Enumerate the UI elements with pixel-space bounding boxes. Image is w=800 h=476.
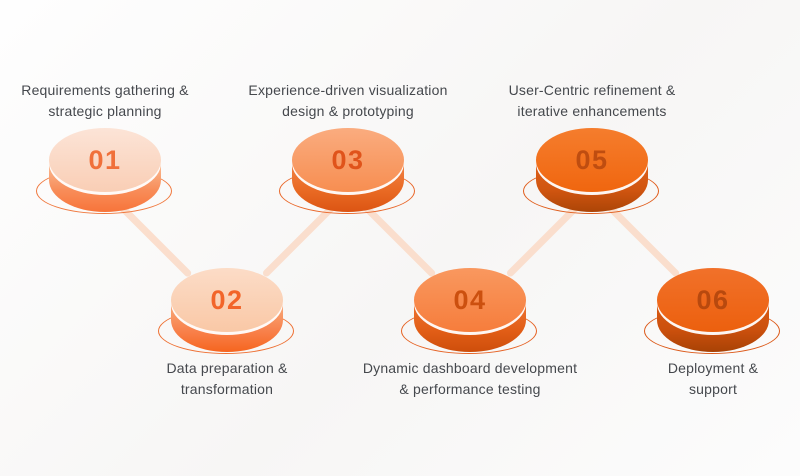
disc-top: 05 (536, 128, 648, 192)
step-5-number: 05 (575, 144, 609, 175)
step-2-label-line2: transformation (180, 381, 274, 397)
step-3-number: 03 (331, 144, 365, 175)
step-5-label-line1: User-Centric refinement & (508, 82, 676, 98)
step-3-label: Experience-driven visualization design &… (228, 80, 468, 122)
step-3: Experience-driven visualization design &… (228, 80, 468, 216)
step-6-number: 06 (696, 284, 730, 315)
step-6-label-line2: support (688, 381, 738, 397)
step-4-number: 04 (453, 284, 487, 315)
disc-top: 02 (171, 268, 283, 332)
step-4-label-line2: & performance testing (399, 381, 541, 397)
step-3-label-line2: design & prototyping (282, 103, 414, 119)
step-5-label-line2: iterative enhancements (517, 103, 667, 119)
step-1-label: Requirements gathering & strategic plann… (0, 80, 225, 122)
step-1-disc: 01 (36, 128, 172, 216)
step-4-label-line1: Dynamic dashboard development (362, 360, 578, 376)
step-4: 04 Dynamic dashboard development & perfo… (350, 268, 590, 400)
step-5-disc: 05 (523, 128, 659, 216)
step-6-label: Deployment & support (593, 358, 800, 400)
step-2-label: Data preparation & transformation (107, 358, 347, 400)
disc-top: 03 (292, 128, 404, 192)
step-1: Requirements gathering & strategic plann… (0, 80, 225, 216)
step-3-disc: 03 (279, 128, 415, 216)
step-6: 06 Deployment & support (593, 268, 800, 400)
step-5: User-Centric refinement & iterative enha… (472, 80, 712, 216)
step-4-disc: 04 (401, 268, 537, 356)
step-1-label-line2: strategic planning (48, 103, 162, 119)
disc-top: 01 (49, 128, 161, 192)
step-1-number: 01 (88, 144, 122, 175)
step-3-label-line1: Experience-driven visualization (248, 82, 448, 98)
step-2-disc: 02 (158, 268, 294, 356)
step-1-label-line1: Requirements gathering & (21, 82, 189, 98)
step-2-label-line1: Data preparation & (166, 360, 288, 376)
step-2-number: 02 (210, 284, 244, 315)
disc-top: 06 (657, 268, 769, 332)
step-4-label: Dynamic dashboard development & performa… (350, 358, 590, 400)
step-6-disc: 06 (644, 268, 780, 356)
step-2: 02 Data preparation & transformation (107, 268, 347, 400)
step-6-label-line1: Deployment & (667, 360, 759, 376)
disc-top: 04 (414, 268, 526, 332)
step-5-label: User-Centric refinement & iterative enha… (472, 80, 712, 122)
